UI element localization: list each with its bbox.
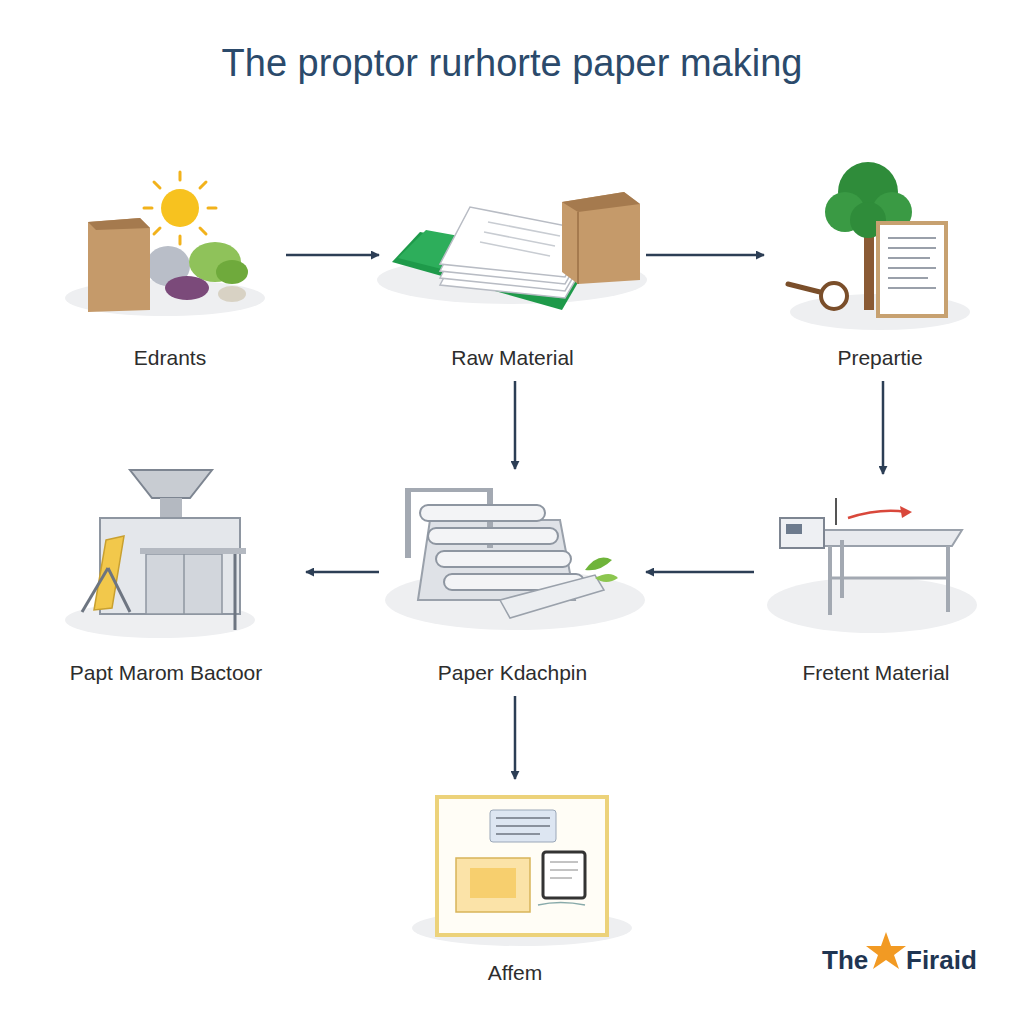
flow-arrow <box>514 696 517 779</box>
process-step: Edrants <box>60 160 280 375</box>
flow-arrow <box>514 381 517 469</box>
process-step: Paper Kdachpin <box>385 475 640 690</box>
watermark-star <box>866 932 906 969</box>
flow-arrow <box>646 571 754 574</box>
process-step: Papt Marom Bactoor <box>32 460 300 690</box>
paper-machine-icon <box>405 488 618 618</box>
process-step: Affem <box>400 785 630 990</box>
watermark-text: The <box>822 945 868 975</box>
process-step: Raw Material <box>385 180 640 375</box>
fretent-material-icon <box>780 498 962 615</box>
prepartie-icon <box>788 162 946 316</box>
step-label: Prepartie <box>770 345 990 371</box>
flow-arrow <box>646 254 764 257</box>
step-label: Raw Material <box>385 345 640 371</box>
step-label: Papt Marom Bactoor <box>32 660 300 686</box>
step-label: Paper Kdachpin <box>385 660 640 686</box>
hopper-machine-icon <box>82 470 246 630</box>
step-label: Fretent Material <box>760 660 992 686</box>
edrants-icon <box>88 172 248 312</box>
flow-arrow <box>286 254 379 257</box>
step-label: Affem <box>400 960 630 986</box>
affem-board-icon <box>437 797 607 935</box>
raw-material-icon <box>392 192 640 310</box>
flow-arrow <box>882 381 885 474</box>
diagram-title: The proptor rurhorte paper making <box>212 38 812 88</box>
watermark-text: Firaid <box>906 945 977 975</box>
process-step: Prepartie <box>770 160 990 375</box>
flow-arrow <box>306 571 379 574</box>
process-step: Fretent Material <box>760 480 992 690</box>
step-label: Edrants <box>60 345 280 371</box>
